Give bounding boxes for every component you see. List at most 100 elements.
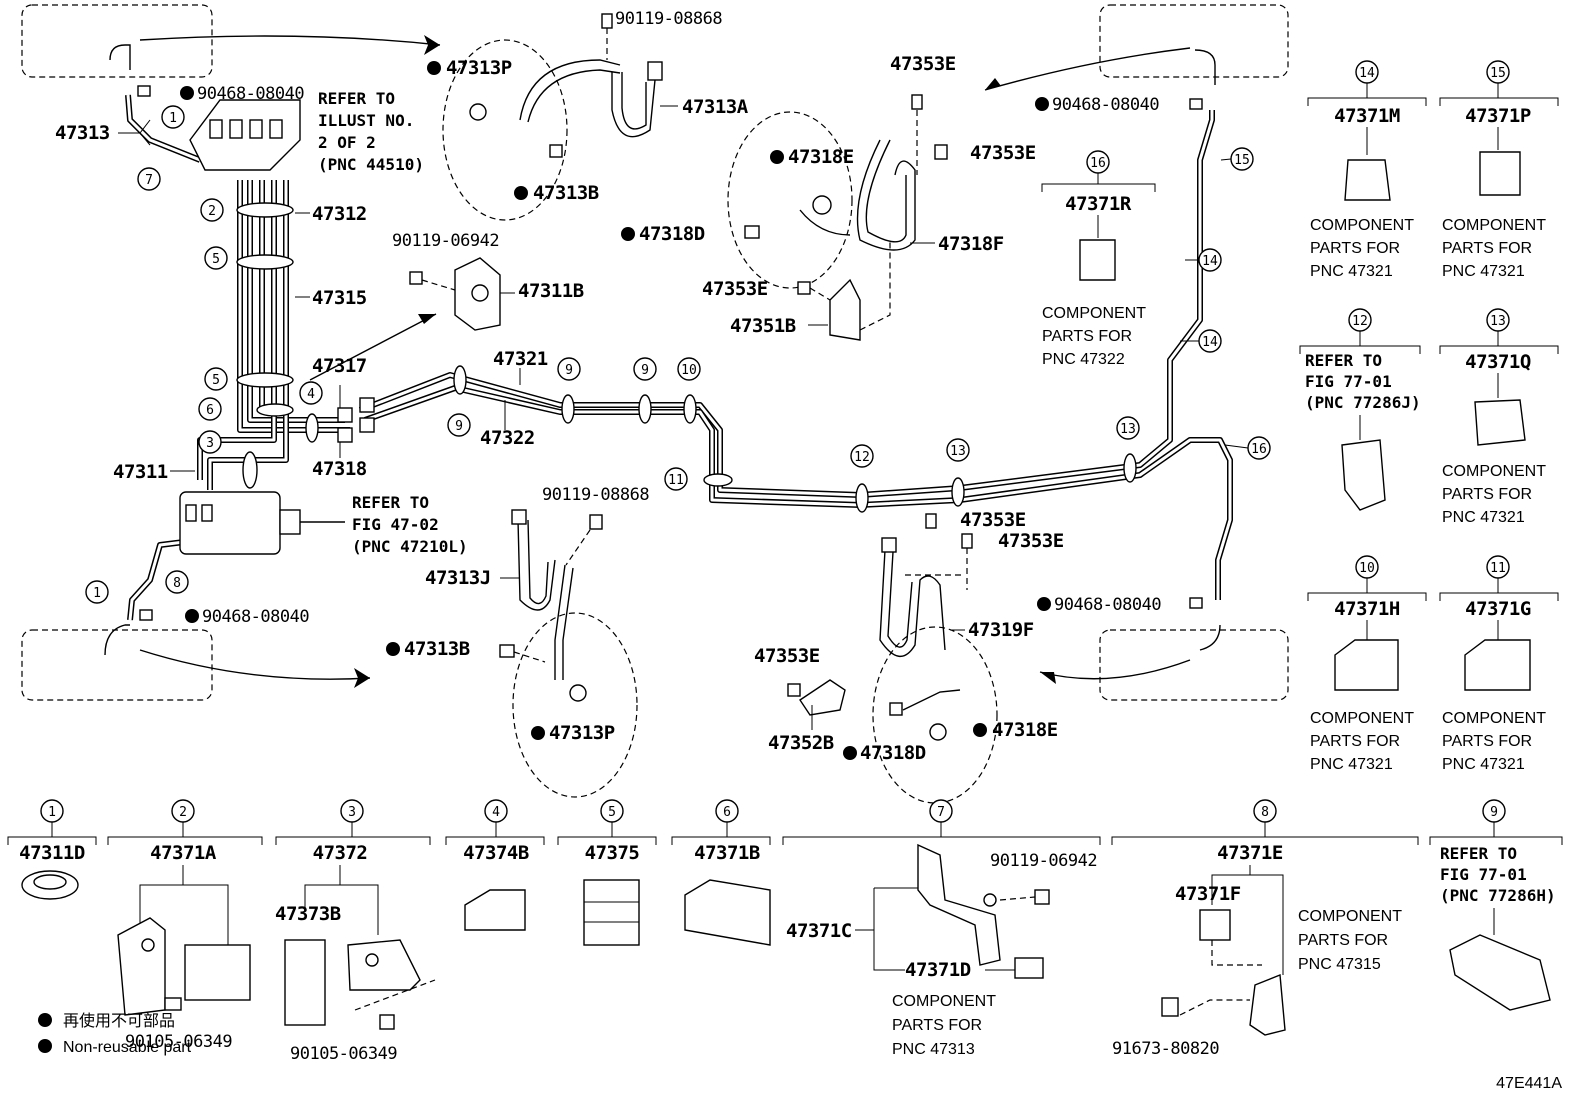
svg-text:7: 7	[145, 173, 153, 188]
leader-lines	[118, 105, 965, 730]
label-47322: 47322	[480, 427, 535, 449]
panel-b4: 4 47374B	[445, 799, 545, 931]
label-47352b: 47352B	[768, 732, 834, 754]
label-47312: 47312	[312, 203, 367, 225]
panel-14: 14 47371M COMPONENT PARTS FOR PNC 47321	[1307, 60, 1427, 280]
svg-text:COMPONENT: COMPONENT	[1442, 710, 1546, 727]
abs-actuator-assembly	[189, 99, 301, 171]
label-47315: 47315	[312, 287, 367, 309]
svg-text:2: 2	[179, 805, 187, 820]
panel-12: 12 REFER TO FIG 77-01 (PNC 77286J)	[1299, 308, 1421, 511]
svg-text:47371A: 47371A	[150, 842, 217, 864]
svg-text:12: 12	[1352, 314, 1368, 329]
label-90468-08040-tr: 90468-08040	[1052, 95, 1159, 115]
svg-text:13: 13	[1120, 422, 1136, 437]
svg-text:2 OF 2: 2 OF 2	[318, 133, 376, 152]
svg-text:47371M: 47371M	[1334, 105, 1400, 127]
main-part-labels: 47313 47312 47315 47317 47318 47311 4731…	[55, 9, 1162, 764]
svg-text:14: 14	[1202, 254, 1218, 269]
svg-text:11: 11	[1490, 561, 1506, 576]
svg-text:REFER TO: REFER TO	[1305, 351, 1382, 370]
svg-text:15: 15	[1490, 66, 1506, 81]
svg-text:10: 10	[681, 363, 697, 378]
label-90119-08868-bot: 90119-08868	[542, 485, 649, 505]
callout-16: 16	[1247, 436, 1271, 460]
svg-text:47371R: 47371R	[1065, 193, 1132, 215]
panel-16: 16 47371R COMPONENT PARTS FOR PNC 47322	[1041, 150, 1156, 368]
label-47318d-top: 47318D	[639, 223, 705, 245]
svg-text:COMPONENT: COMPONENT	[1298, 908, 1402, 925]
svg-text:FIG 77-01: FIG 77-01	[1440, 865, 1527, 884]
svg-text:(PNC 47210L): (PNC 47210L)	[352, 537, 468, 556]
callout-9-a: 9	[447, 413, 471, 437]
callout-14-b: 14	[1198, 329, 1222, 353]
svg-text:(PNC 77286H): (PNC 77286H)	[1440, 886, 1556, 905]
svg-text:5: 5	[212, 252, 220, 267]
label-47313b-bot: 47313B	[404, 638, 470, 660]
svg-text:PARTS FOR: PARTS FOR	[892, 1017, 982, 1034]
svg-text:91673-80820: 91673-80820	[1112, 1039, 1219, 1059]
pipe-clips	[137, 85, 1203, 621]
svg-text:47371F: 47371F	[1175, 883, 1241, 905]
svg-text:14: 14	[1359, 66, 1375, 81]
panel-b2: 2 47371A 90105-06349	[107, 799, 263, 1052]
svg-text:11: 11	[668, 473, 684, 488]
callout-13-a: 13	[946, 438, 970, 462]
label-47313: 47313	[55, 122, 110, 144]
label-47317: 47317	[312, 355, 367, 377]
callout-13-b: 13	[1116, 416, 1140, 440]
panel-11: 11 47371G COMPONENT PARTS FOR PNC 47321	[1439, 555, 1559, 773]
label-47311b: 47311B	[518, 280, 584, 302]
label-47313j: 47313J	[425, 567, 491, 589]
label-47313p-bot: 47313P	[549, 722, 615, 744]
svg-text:1: 1	[169, 111, 177, 126]
svg-text:47371H: 47371H	[1334, 598, 1400, 620]
callout-8: 8	[165, 570, 189, 594]
callout-5-a: 5	[204, 246, 228, 270]
label-47313b-top: 47313B	[533, 182, 599, 204]
svg-text:90119-06942: 90119-06942	[990, 851, 1097, 871]
right-panels: 16 47371R COMPONENT PARTS FOR PNC 47322 …	[1041, 60, 1559, 773]
svg-text:PNC 47321: PNC 47321	[1442, 509, 1525, 526]
callout-6: 6	[198, 397, 222, 421]
panel-15: 15 47371P COMPONENT PARTS FOR PNC 47321	[1439, 60, 1559, 280]
svg-text:PARTS FOR: PARTS FOR	[1298, 932, 1388, 949]
panel-b9: 9 REFER TO FIG 77-01 (PNC 77286H)	[1429, 799, 1563, 1011]
vehicle-corner-boxes	[21, 4, 1289, 701]
svg-text:6: 6	[723, 805, 731, 820]
panel-b6: 6 47371B	[671, 799, 771, 946]
legend-jp: 再使用不可部品	[63, 1012, 175, 1030]
svg-text:3: 3	[206, 436, 214, 451]
svg-text:16: 16	[1090, 156, 1106, 171]
label-90468-08040-bl: 90468-08040	[202, 607, 309, 627]
panel-b1: 1 47311D	[7, 799, 97, 900]
panel-b3: 3 47372 47373B 90105-06349	[275, 799, 436, 1064]
label-47353e-1: 47353E	[890, 53, 956, 75]
svg-text:PNC 47313: PNC 47313	[892, 1041, 975, 1058]
callout-12: 12	[850, 444, 874, 468]
callout-11: 11	[664, 467, 688, 491]
svg-text:2: 2	[208, 204, 216, 219]
panel-13: 13 47371Q COMPONENT PARTS FOR PNC 47321	[1439, 308, 1559, 526]
svg-text:PARTS FOR: PARTS FOR	[1442, 240, 1532, 257]
svg-text:PARTS FOR: PARTS FOR	[1310, 733, 1400, 750]
label-90468-08040-br: 90468-08040	[1054, 595, 1161, 615]
callout-5-b: 5	[204, 367, 228, 391]
label-47318e-bot: 47318E	[992, 719, 1058, 741]
svg-text:5: 5	[608, 805, 616, 820]
svg-text:COMPONENT: COMPONENT	[892, 993, 996, 1010]
label-90468-08040-tl: 90468-08040	[197, 84, 304, 104]
svg-text:ILLUST NO.: ILLUST NO.	[318, 111, 414, 130]
junction-47317-47318	[337, 397, 375, 443]
callout-7-top: 7	[137, 167, 161, 191]
bottom-panels: 1 47311D 2 47371A 90105-06349 3 4737	[7, 799, 1563, 1064]
legend-en: Non-reusable part	[63, 1039, 192, 1056]
svg-text:FIG 47-02: FIG 47-02	[352, 515, 439, 534]
callout-3: 3	[198, 430, 222, 454]
svg-text:10: 10	[1359, 561, 1375, 576]
label-47351b: 47351B	[730, 315, 796, 337]
svg-text:COMPONENT: COMPONENT	[1442, 463, 1546, 480]
svg-text:REFER TO: REFER TO	[1440, 844, 1517, 863]
label-47318d-bot: 47318D	[860, 742, 926, 764]
